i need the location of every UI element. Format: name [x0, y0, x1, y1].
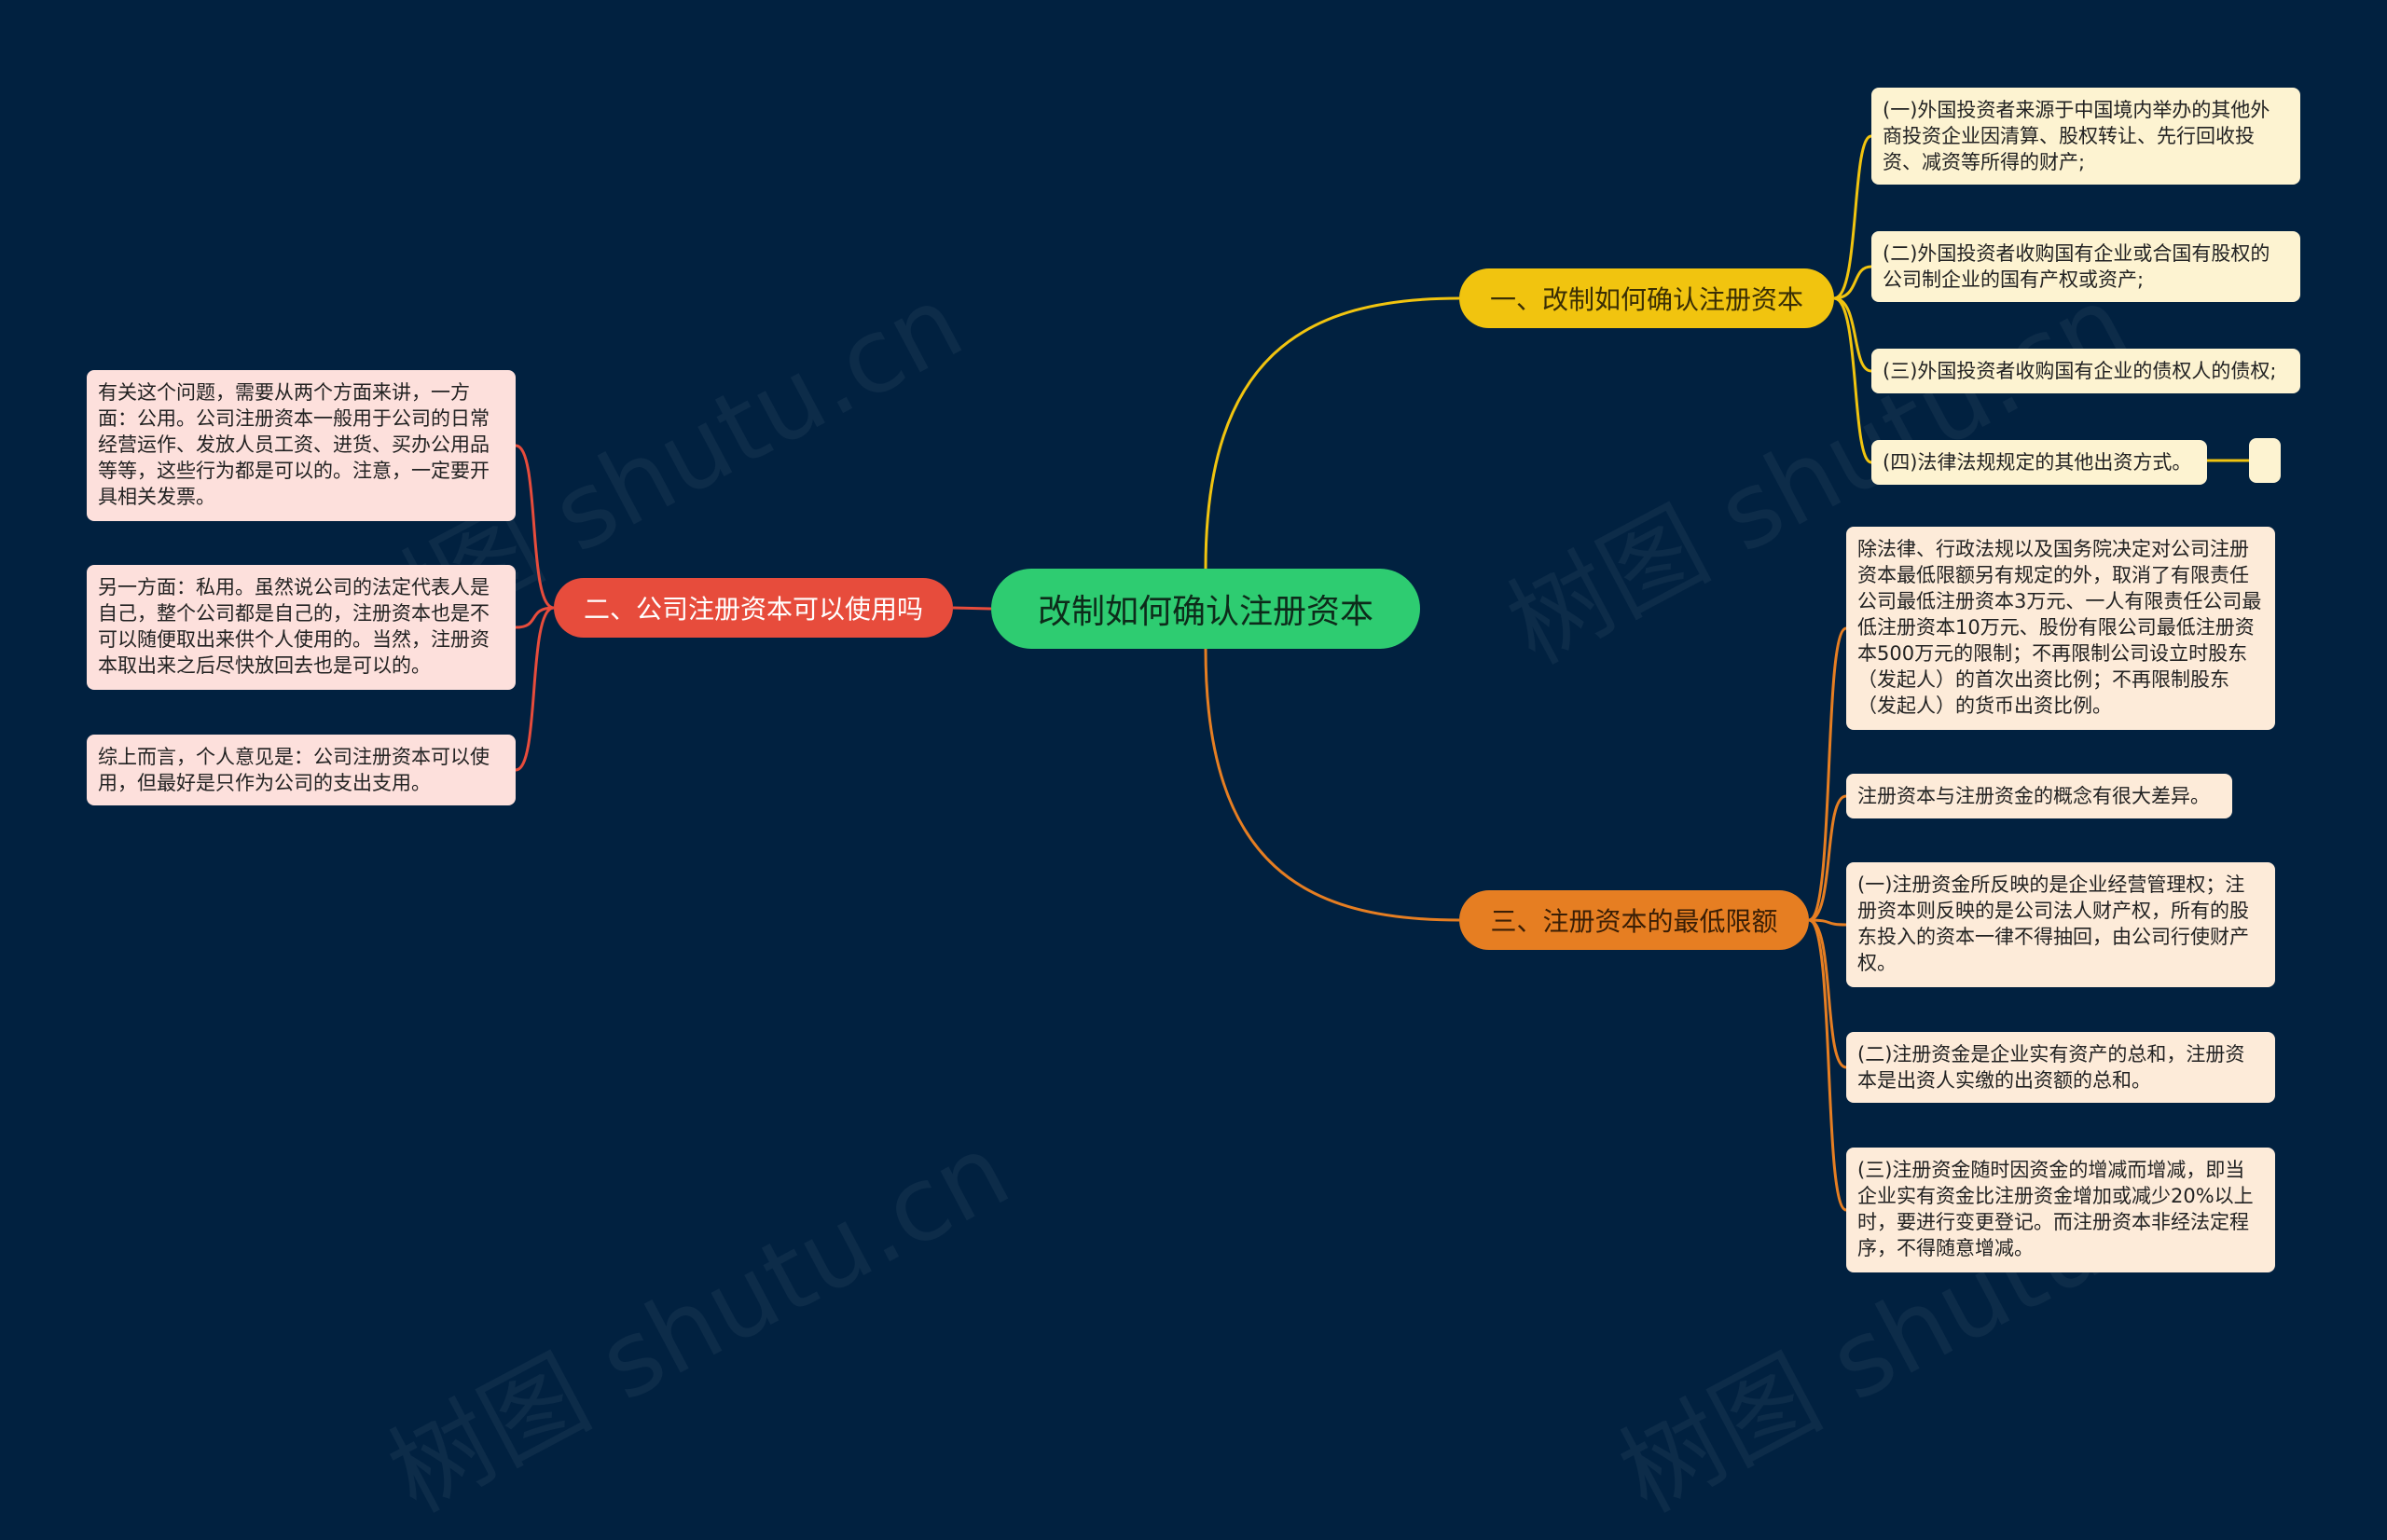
mind-map-canvas: 树图 shutu.cn 树图 shutu.cn 树图 shutu.cn 树图 s…	[87, 88, 2300, 1535]
branch-3-leaf-link-4	[1808, 918, 1847, 1069]
leaf-node-2-3[interactable]: 综上而言，个人意见是：公司注册资本可以使用，但最好是只作为公司的支出支用。	[87, 735, 516, 805]
branch-3-leaf-link-2	[1808, 794, 1847, 922]
branch-3-leaf-link-3	[1808, 918, 1847, 927]
leaf-node-3-3[interactable]: (一)注册资金所反映的是企业经营管理权；注册资本则反映的是公司法人财产权，所有的…	[1846, 862, 2275, 987]
leaf-text: 综上而言，个人意见是：公司注册资本可以使用，但最好是只作为公司的支出支用。	[98, 746, 490, 794]
branch-1-leaf-link-1	[1833, 134, 1872, 300]
leaf-text: (三)注册资金随时因资金的增减而增减，即当企业实有资金比注册资金增加或减少20%…	[1857, 1159, 2254, 1259]
leaf-node-1-2[interactable]: (二)外国投资者收购国有企业或合国有股权的公司制企业的国有产权或资产;	[1871, 231, 2300, 302]
branch-3-leaf-link-1	[1808, 626, 1847, 922]
branch-1-leaf-link-2	[1833, 265, 1872, 300]
leaf-text: 另一方面：私用。虽然说公司的法定代表人是自己，整个公司都是自己的，注册资本也是不…	[98, 576, 490, 677]
leaf-node-2-1[interactable]: 有关这个问题，需要从两个方面来讲，一方面：公用。公司注册资本一般用于公司的日常经…	[87, 370, 516, 521]
branch-node-2[interactable]: 二、公司注册资本可以使用吗	[554, 578, 953, 638]
leaf-node-3-2[interactable]: 注册资本与注册资金的概念有很大差异。	[1846, 774, 2232, 818]
leaf-node-2-2[interactable]: 另一方面：私用。虽然说公司的法定代表人是自己，整个公司都是自己的，注册资本也是不…	[87, 565, 516, 690]
leaf-node-3-1[interactable]: 除法律、行政法规以及国务院决定对公司注册资本最低限额另有规定的外，取消了有限责任…	[1846, 527, 2275, 730]
branch-2-leaf-link-3	[515, 606, 555, 772]
branch-2-leaf-link-1	[515, 444, 555, 610]
branch-1-leaf-link-4	[1833, 296, 1872, 464]
leaf-text: (三)外国投资者收购国有企业的债权人的债权;	[1883, 360, 2277, 382]
connector-lines	[515, 134, 2249, 1212]
leaf-text: (四)法律法规规定的其他出资方式。	[1883, 451, 2192, 474]
root-label: 改制如何确认注册资本	[1037, 593, 1373, 631]
leaf-text: 除法律、行政法规以及国务院决定对公司注册资本最低限额另有规定的外，取消了有限责任…	[1857, 538, 2262, 717]
branch-2-leaf-link-2	[515, 606, 555, 629]
branch-node-1[interactable]: 一、改制如何确认注册资本	[1459, 268, 1834, 328]
branch-label: 一、改制如何确认注册资本	[1489, 284, 1803, 315]
leaf-text: 注册资本与注册资金的概念有很大差异。	[1857, 785, 2210, 807]
root-to-branch-1-link	[1204, 296, 1460, 570]
branch-label: 三、注册资本的最低限额	[1490, 906, 1778, 937]
leaf-node-1-1[interactable]: (一)外国投资者来源于中国境内举办的其他外商投资企业因清算、股权转让、先行回收投…	[1871, 88, 2300, 185]
branch-3-leaf-link-5	[1808, 918, 1847, 1212]
leaf-text: (二)外国投资者收购国有企业或合国有股权的公司制企业的国有产权或资产;	[1883, 242, 2270, 291]
leaf-node-3-4[interactable]: (二)注册资金是企业实有资产的总和，注册资本是出资人实缴的出资额的总和。	[1846, 1032, 2275, 1103]
leaf-node-1-3[interactable]: (三)外国投资者收购国有企业的债权人的债权;	[1871, 349, 2300, 393]
leaf-node-1-4[interactable]: (四)法律法规规定的其他出资方式。	[1871, 440, 2207, 485]
leaf-text: (一)外国投资者来源于中国境内举办的其他外商投资企业因清算、股权转让、先行回收投…	[1883, 99, 2270, 173]
leaf-text: 有关这个问题，需要从两个方面来讲，一方面：公用。公司注册资本一般用于公司的日常经…	[98, 381, 490, 508]
leaf-text: (一)注册资金所反映的是企业经营管理权；注册资本则反映的是公司法人财产权，所有的…	[1857, 873, 2249, 974]
root-node[interactable]: 改制如何确认注册资本	[991, 569, 1420, 649]
root-to-branch-2-link	[952, 606, 992, 611]
leaf-node-1-4-child[interactable]	[2249, 438, 2281, 483]
branch-1-leaf-link-3	[1833, 296, 1872, 373]
branch-label: 二、公司注册资本可以使用吗	[583, 594, 923, 625]
root-to-branch-3-link	[1204, 648, 1460, 922]
leaf-node-3-5[interactable]: (三)注册资金随时因资金的增减而增减，即当企业实有资金比注册资金增加或减少20%…	[1846, 1148, 2275, 1272]
branch-node-3[interactable]: 三、注册资本的最低限额	[1459, 890, 1809, 950]
leaf-text: (二)注册资金是企业实有资产的总和，注册资本是出资人实缴的出资额的总和。	[1857, 1043, 2245, 1092]
